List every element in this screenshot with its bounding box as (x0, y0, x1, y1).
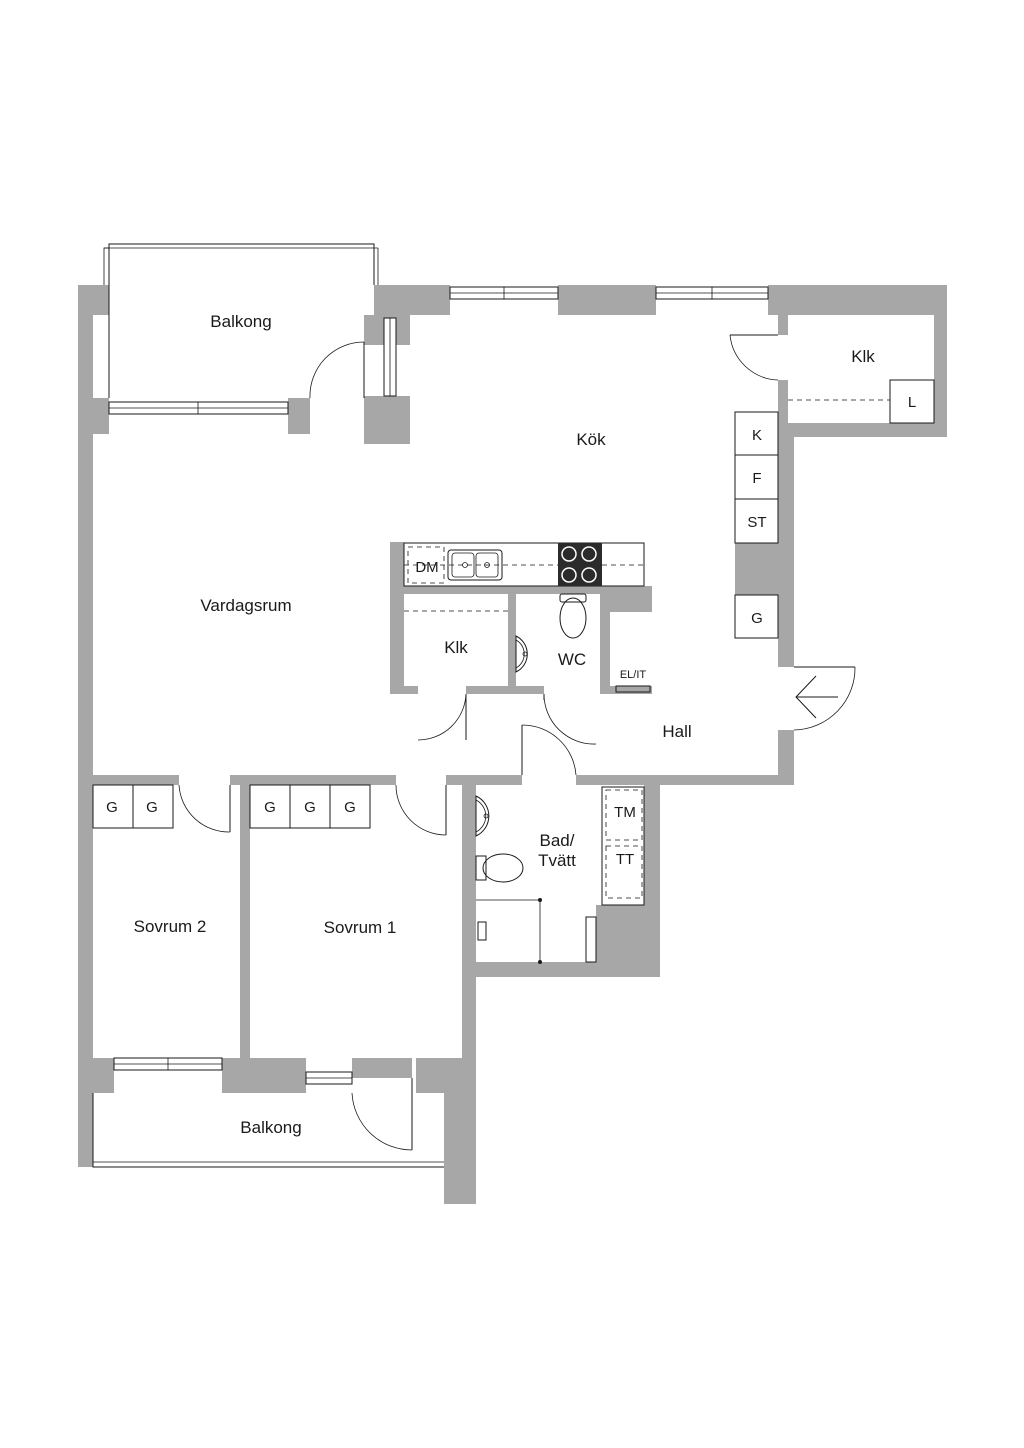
wall-wc-right (600, 586, 610, 694)
label-hall: Hall (662, 722, 691, 741)
balcony-top (103, 243, 379, 398)
wall-klk-wc-divider (508, 586, 516, 694)
bath-toilet-tank (475, 855, 487, 881)
wall-bottom-right (444, 1058, 476, 1204)
label-klk-mid: Klk (444, 638, 468, 657)
label-diskmaskin: DM (415, 559, 438, 576)
wall-top-b (558, 285, 656, 315)
label-vardagsrum: Vardagsrum (200, 596, 291, 615)
wall-klk-right (934, 285, 947, 437)
kitchen-counter (403, 542, 645, 587)
shower-head (477, 921, 487, 941)
label-garderob-s2a: G (106, 799, 118, 816)
label-frys: F (752, 470, 761, 487)
bath-toilet (482, 853, 524, 883)
wall-bath-top-a (446, 775, 522, 785)
label-bad-2: Tvätt (538, 851, 576, 870)
wall-bottom-b (222, 1058, 306, 1093)
kitchen-appliances (734, 379, 935, 639)
wall-column (364, 396, 410, 444)
label-kok: Kök (576, 430, 606, 449)
bath-fixtures (475, 786, 645, 964)
wall-klk-left-bottom (778, 380, 788, 437)
wall-bedroom1-top (230, 775, 396, 785)
wall-bath-left (462, 785, 476, 1060)
wall-klk-bottom (778, 423, 947, 437)
wall-bottom-c (352, 1058, 412, 1078)
lamp-box (889, 379, 935, 424)
label-el-it: EL/IT (620, 669, 647, 681)
wall-pier-balcony (288, 398, 310, 434)
label-garderob-hall: G (751, 610, 763, 627)
wall-bath-shaft (596, 905, 660, 977)
balcony-bottom (92, 1093, 444, 1168)
label-garderob-s1c: G (344, 799, 356, 816)
washer-outline (605, 789, 643, 841)
wardrobe-hall-box (734, 594, 779, 639)
wall-block-bottom-a (390, 686, 418, 694)
windows (108, 286, 769, 1085)
wall-hall-bottom (658, 775, 794, 785)
wardrobe-bedroom1 (249, 784, 371, 829)
doors (178, 334, 856, 1151)
bath-sink (475, 795, 490, 837)
label-lamp: L (908, 394, 916, 411)
label-bad-1: Bad/ (540, 831, 575, 850)
wall-corner-top-left (78, 285, 109, 315)
wall-right-upper (778, 437, 794, 667)
wc-tank (559, 593, 587, 603)
wall-top-c (768, 285, 947, 315)
label-garderob-s1a: G (264, 799, 276, 816)
wall-bottom-a (78, 1058, 114, 1093)
wall-block-bottom-b (466, 686, 544, 694)
label-wc: WC (558, 650, 586, 669)
wall-bath-top-b (576, 775, 660, 785)
label-stad: ST (747, 514, 766, 531)
wc-toilet (559, 597, 587, 639)
label-balkong-top: Balkong (210, 312, 271, 331)
label-garderob-s1b: G (304, 799, 316, 816)
wardrobes (92, 784, 371, 829)
wall-top-a (374, 285, 450, 315)
label-sovrum-2: Sovrum 2 (134, 917, 207, 936)
bath-radiator (585, 916, 597, 963)
label-torktumlare: TT (616, 851, 634, 868)
counter (403, 542, 645, 587)
laundry-cabinet (601, 786, 645, 906)
wall-appliance-block (735, 543, 778, 595)
wall-bedroom-divider (240, 785, 250, 1060)
cleaning-box (734, 498, 779, 544)
wall-klk-block-left (390, 542, 404, 694)
el-it-panel (615, 685, 651, 693)
room-labels: Balkong Kök Klk Vardagsrum Klk WC Hall B… (134, 312, 876, 1137)
wall-klk-block-top (390, 586, 652, 594)
wall-left (78, 285, 93, 1167)
dryer-outline (605, 845, 643, 899)
label-klk-top: Klk (851, 347, 875, 366)
wall-pier-left (93, 398, 109, 434)
wall-klk-left-top (778, 315, 788, 335)
walls (78, 285, 947, 1204)
label-sovrum-1: Sovrum 1 (324, 918, 397, 937)
label-kyl: K (752, 427, 762, 444)
wall-block-bottom-c (600, 686, 652, 694)
fixture-labels: L K F ST G DM EL/IT TM TT G G G G G (106, 394, 916, 868)
sink (447, 549, 503, 581)
wall-right-lower (778, 730, 794, 785)
dishwasher-outline (407, 546, 445, 584)
label-tvattmaskin: TM (614, 804, 636, 821)
label-balkong-bottom: Balkong (240, 1118, 301, 1137)
wall-bedroom2-top (93, 775, 179, 785)
wc-sink (515, 635, 528, 673)
label-garderob-s2b: G (146, 799, 158, 816)
wc-fixtures (515, 593, 651, 693)
